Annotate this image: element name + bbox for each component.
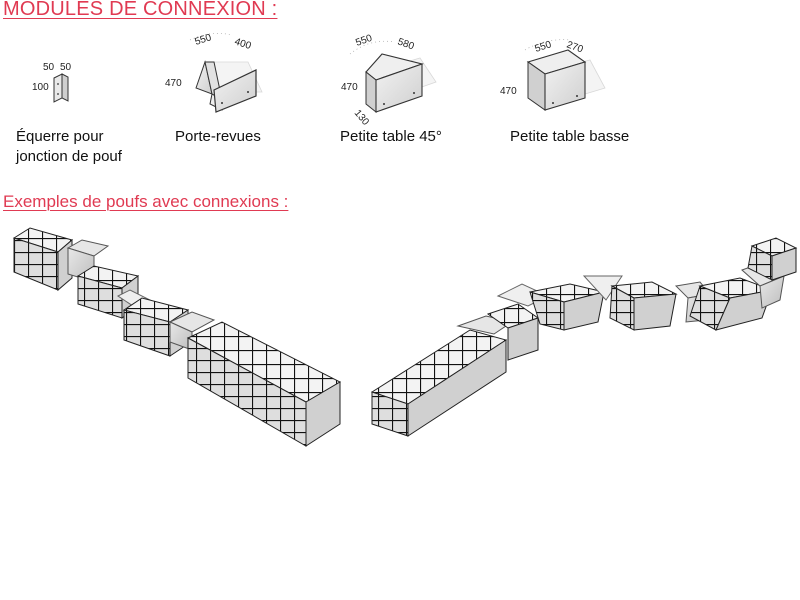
modules-illustrations: 50 50 100 550 400 470 550 580 470 130 bbox=[32, 32, 606, 128]
bracket-label-line2: jonction de pouf bbox=[16, 148, 122, 165]
pouf-long-1 bbox=[186, 321, 342, 447]
bracket-dim-1: 50 bbox=[43, 62, 55, 73]
table-45-drawing: 550 580 470 130 bbox=[341, 33, 437, 128]
table45-dim-3: 470 bbox=[341, 82, 358, 93]
pouf-6 bbox=[609, 281, 678, 331]
examples-heading: Exemples de poufs avec connexions : bbox=[3, 192, 289, 211]
right-pouf-configuration bbox=[370, 237, 798, 437]
rack-dim-3: 470 bbox=[165, 78, 182, 89]
pouf-4 bbox=[486, 303, 540, 361]
bracket-dim-2: 50 bbox=[60, 62, 72, 73]
bracket-dim-3: 100 bbox=[32, 82, 49, 93]
pouf-1 bbox=[12, 227, 74, 292]
left-pouf-configuration bbox=[12, 227, 342, 447]
pouf-5 bbox=[529, 283, 605, 331]
lowtable-label: Petite table basse bbox=[510, 128, 630, 145]
lowtable-dim-3: 470 bbox=[500, 86, 517, 97]
magazine-rack-drawing: 550 400 470 bbox=[165, 32, 263, 113]
bracket-label-line1: Équerre pour bbox=[16, 128, 104, 145]
low-table-drawing: 550 270 470 bbox=[500, 39, 606, 111]
table45-label: Petite table 45° bbox=[340, 128, 442, 145]
rack-dim-2: 400 bbox=[233, 36, 253, 52]
lowtable-dim-1: 550 bbox=[534, 39, 554, 55]
modules-heading: MODULES DE CONNEXION : bbox=[3, 0, 278, 20]
bracket-module-drawing: 50 50 100 bbox=[32, 62, 72, 103]
pouf-8 bbox=[747, 237, 798, 281]
pouf-long-2 bbox=[370, 329, 508, 437]
rack-dim-1: 550 bbox=[194, 32, 214, 48]
rack-label: Porte-revues bbox=[175, 128, 261, 145]
pouf-7 bbox=[689, 277, 774, 331]
